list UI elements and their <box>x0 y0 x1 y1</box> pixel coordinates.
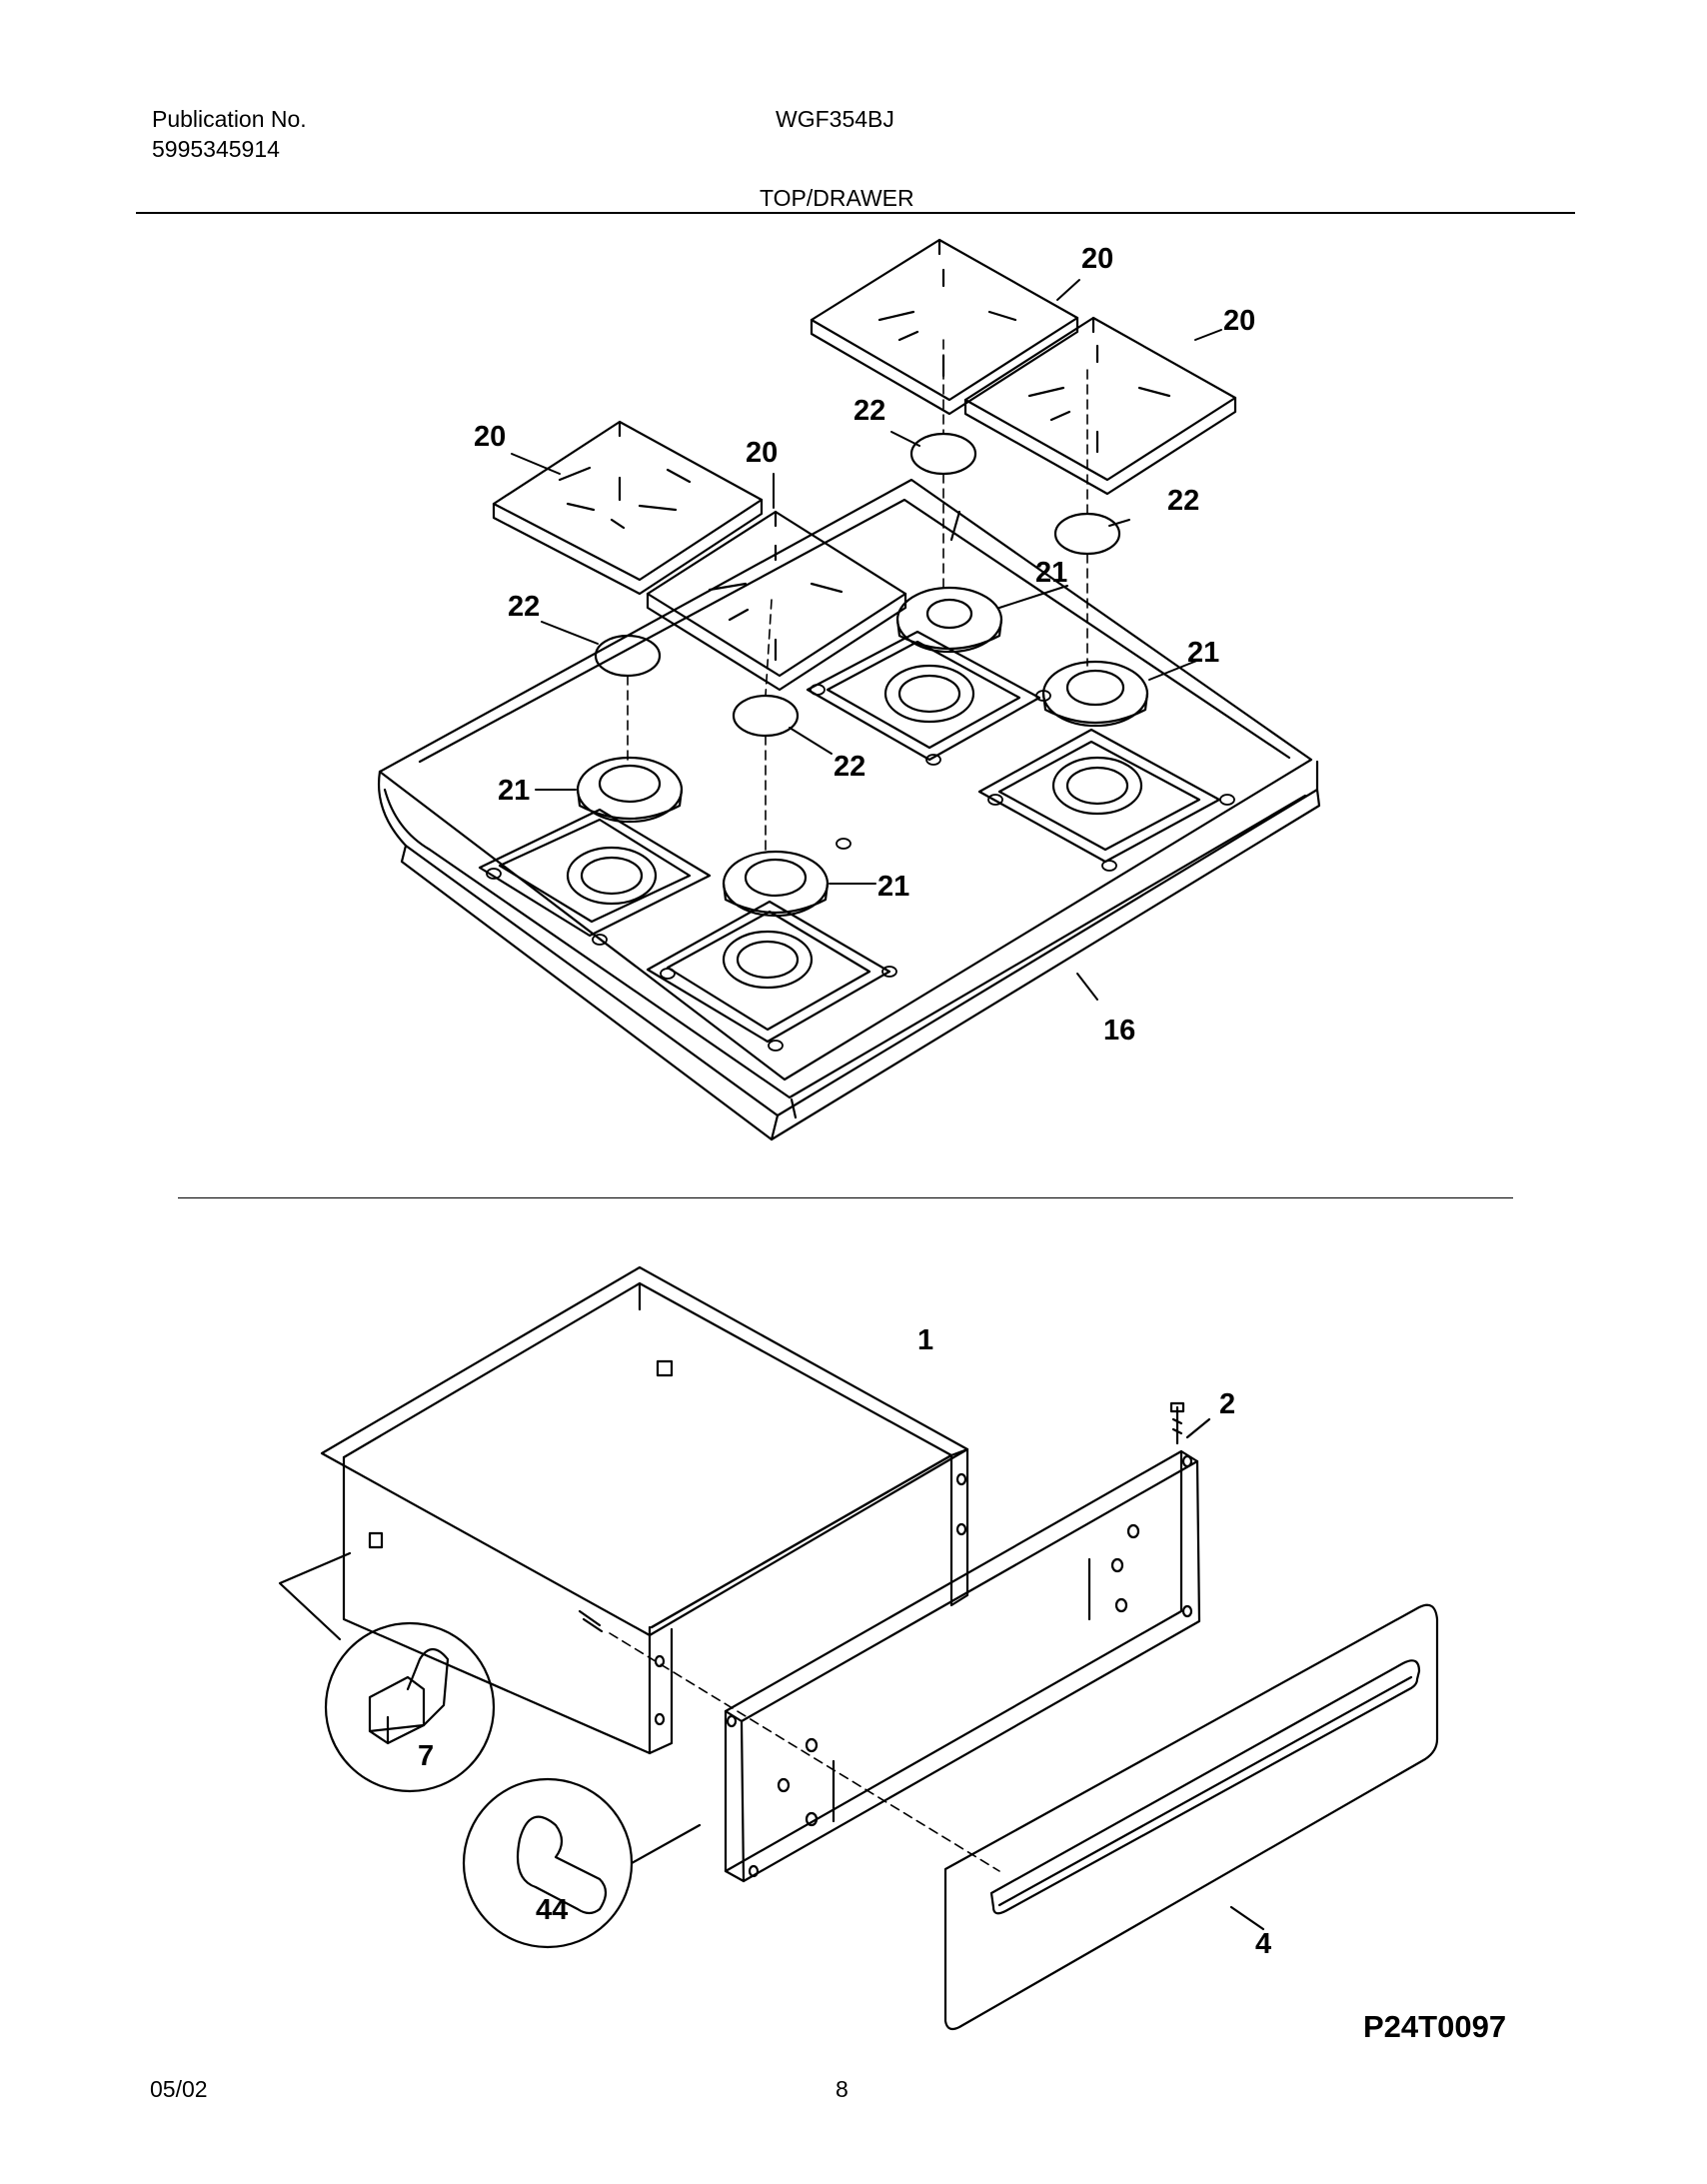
leader-lines-top <box>511 279 1222 1001</box>
publication-number: 5995345914 <box>152 136 280 162</box>
burner-heads <box>576 586 1149 918</box>
section-divider <box>178 1197 1513 1198</box>
footer-date: 05/02 <box>150 2076 208 2102</box>
page-number: 8 <box>836 2076 849 2102</box>
stop-detail <box>462 1777 702 1949</box>
drawer-assembly-lines <box>609 1632 1000 1872</box>
drawer-panel <box>724 1401 1211 1883</box>
publication-label: Publication No. <box>152 106 307 132</box>
model-number: WGF354BJ <box>776 106 894 132</box>
callout-grate-d: 20 <box>746 437 778 469</box>
assembly-lines <box>627 339 1088 857</box>
callout-head-d: 21 <box>877 871 909 903</box>
callout-glide: 7 <box>418 1740 434 1772</box>
callout-grate-c: 20 <box>474 421 506 453</box>
drawer-body <box>320 1265 969 1755</box>
callout-head-c: 21 <box>498 775 530 807</box>
callout-screw: 2 <box>1219 1388 1235 1420</box>
glide-detail <box>278 1551 496 1793</box>
section-title: TOP/DRAWER <box>760 185 914 211</box>
callout-cap-b: 22 <box>1167 485 1199 517</box>
grates <box>492 238 1237 692</box>
callout-front: 4 <box>1255 1928 1271 1960</box>
cooktop-body <box>378 478 1321 1141</box>
callout-cap-a: 22 <box>854 395 885 427</box>
callout-cap-d: 22 <box>834 751 865 783</box>
header-rule <box>136 212 1575 214</box>
callout-cap-c: 22 <box>508 591 540 623</box>
callout-head-b: 21 <box>1187 637 1219 669</box>
drawer-front <box>943 1603 1439 2031</box>
callout-head-a: 21 <box>1035 557 1067 589</box>
callout-drawer: 1 <box>917 1324 933 1356</box>
callout-grate-a: 20 <box>1081 243 1113 275</box>
callout-grate-b: 20 <box>1223 305 1255 337</box>
drawing-code: P24T0097 <box>1363 2009 1507 2044</box>
callout-stop: 44 <box>536 1894 568 1926</box>
callout-cooktop: 16 <box>1103 1015 1135 1047</box>
